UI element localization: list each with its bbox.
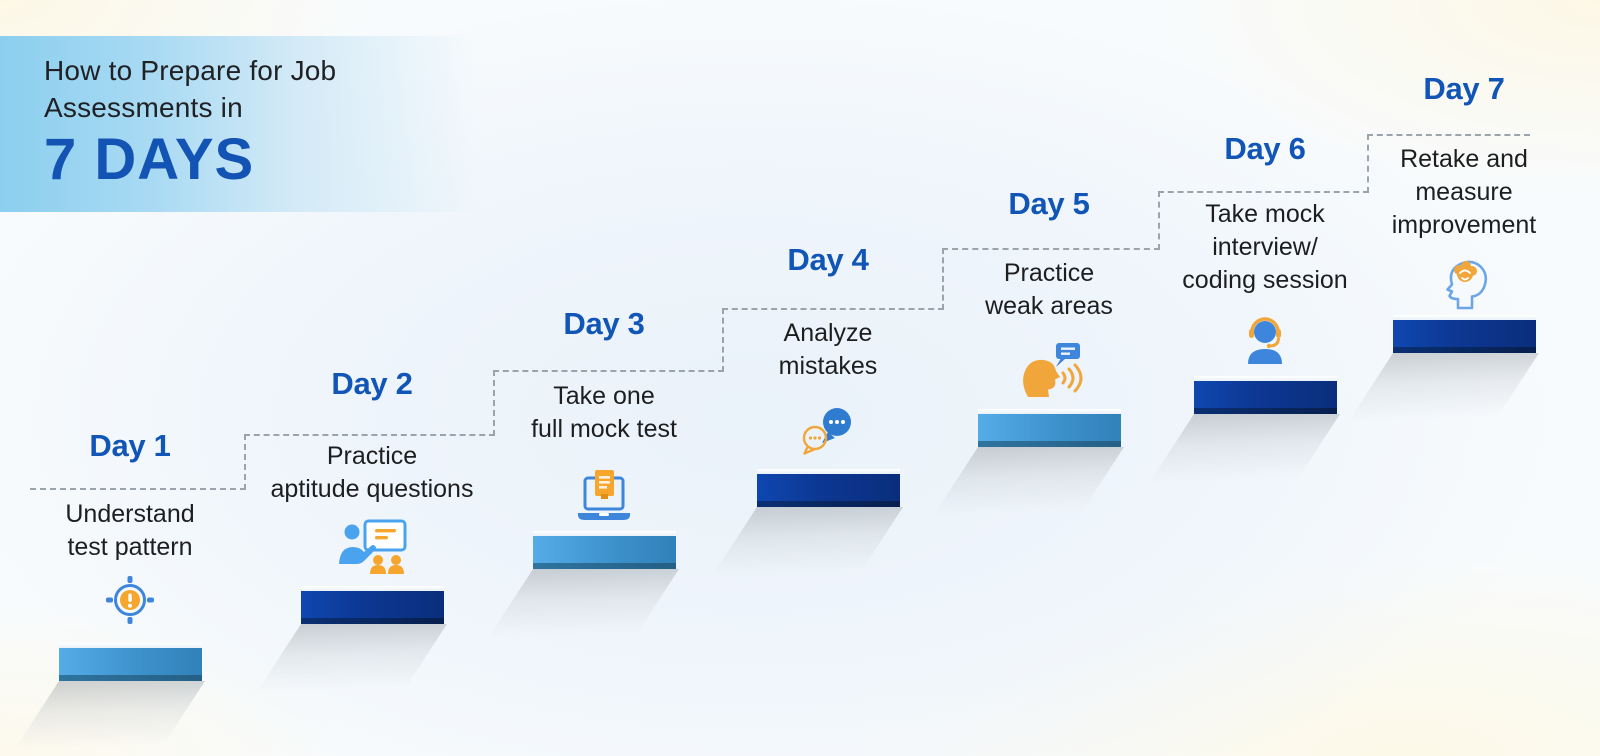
- title-banner: How to Prepare for Job Assessments in 7 …: [0, 36, 478, 212]
- day-label: Day 2: [331, 366, 413, 401]
- day-label: Day 7: [1423, 71, 1505, 106]
- speaking-head-icon: [1023, 343, 1083, 397]
- step-day-5: Day 5 Practice weak areas: [928, 0, 1169, 756]
- stair-connector-7: [1367, 133, 1530, 136]
- step-day-4: Day 4 Analyze mistakes: [707, 0, 948, 756]
- step-bar: [1144, 376, 1340, 490]
- step-bar: [707, 469, 903, 583]
- day-label: Day 4: [787, 242, 869, 277]
- step-title: Retake and measure improvement: [1391, 145, 1537, 239]
- laptop-document-icon: [578, 470, 630, 520]
- stair-connector-4: [722, 248, 944, 310]
- step-bar: [928, 409, 1124, 523]
- stair-connector-3: [493, 308, 724, 372]
- step-bar-shadow: [1144, 414, 1340, 490]
- step-bar: [251, 586, 447, 700]
- stair-connector-6: [1158, 134, 1369, 193]
- chat-bubbles-icon: [802, 408, 851, 455]
- step-bar-shadow: [251, 624, 447, 700]
- step-bar-shadow: [483, 569, 679, 645]
- step-bar: [1343, 315, 1539, 429]
- step-title: Understand test pattern: [65, 500, 195, 561]
- presenter-audience-icon: [339, 519, 407, 574]
- step-bar-shadow: [707, 507, 903, 583]
- day-label: Day 1: [89, 428, 171, 463]
- step-bar-shadow: [928, 447, 1124, 523]
- step-bar: [483, 531, 679, 645]
- step-title: Take one full mock test: [531, 382, 677, 443]
- step-day-2: Day 2 Practice aptitude questions: [251, 0, 492, 756]
- day-label: Day 5: [1008, 186, 1090, 221]
- title-line-2: Assessments in: [44, 92, 243, 123]
- headset-person-icon: [1248, 317, 1282, 364]
- title-big: 7 DAYS: [44, 127, 255, 192]
- target-alert-icon: [106, 576, 154, 624]
- step-title: Practice aptitude questions: [270, 442, 474, 503]
- stair-connector-1: [30, 434, 246, 490]
- step-bar-shadow: [1343, 353, 1539, 429]
- step-title: Take mock interview/ coding session: [1182, 200, 1348, 294]
- step-day-3: Day 3 Take one full mock test: [483, 0, 724, 756]
- day-label: Day 6: [1224, 131, 1306, 166]
- step-title: Analyze mistakes: [778, 319, 878, 380]
- day-label: Day 3: [563, 306, 645, 341]
- step-day-6: Day 6 Take mock interview/ coding sessio…: [1144, 0, 1385, 756]
- head-brain-icon: [1446, 260, 1488, 310]
- step-day-1: Day 1 Understand test pattern: [9, 0, 250, 756]
- stair-connector-5: [942, 191, 1160, 250]
- step-bar: [9, 643, 205, 756]
- stair-connector-2: [244, 370, 495, 436]
- step-bar-shadow: [9, 681, 205, 756]
- title-line-1: How to Prepare for Job: [44, 55, 337, 86]
- step-title: Practice weak areas: [985, 259, 1113, 320]
- step-day-7: Day 7 Retake and measure improvement: [1343, 0, 1584, 756]
